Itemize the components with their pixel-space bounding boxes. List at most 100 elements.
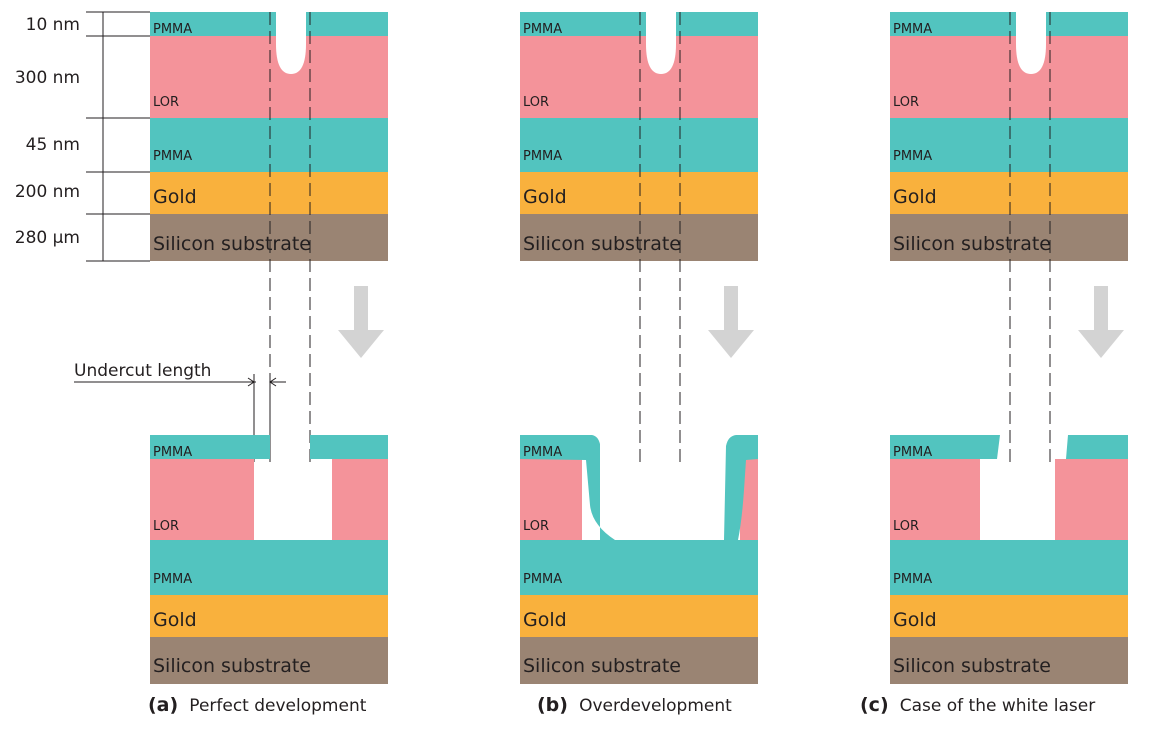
gold-layer <box>150 172 388 214</box>
label-silicon: Silicon substrate <box>893 655 1051 677</box>
lor-left <box>150 459 254 540</box>
process-arrow-icon <box>338 286 384 358</box>
thickness-scale: 10 nm 300 nm 45 nm 200 nm 280 µm <box>15 11 150 262</box>
label-pmma: PMMA <box>893 572 932 587</box>
captions: (a) Perfect development (b) Overdevelopm… <box>148 694 1095 716</box>
label-silicon: Silicon substrate <box>893 233 1051 255</box>
lor-left <box>890 459 980 540</box>
pmma-top-left <box>520 435 615 540</box>
thickness-label-gold: 200 nm <box>15 182 80 202</box>
thickness-label-lor: 300 nm <box>15 68 80 88</box>
caption-a-text: Perfect development <box>189 696 366 716</box>
label-pmma-top: PMMA <box>523 445 562 460</box>
pmma-top-left <box>890 435 1000 459</box>
silicon-layer <box>890 214 1128 261</box>
thickness-label-pmma-top: 10 nm <box>26 15 80 35</box>
gold-layer <box>520 595 758 637</box>
caption-b-letter: (b) <box>537 694 568 716</box>
pmma-top-right <box>310 435 388 459</box>
label-gold: Gold <box>153 186 197 208</box>
label-lor: LOR <box>893 519 919 534</box>
undercut-arrow-right <box>269 377 286 387</box>
undercut-label: Undercut length <box>74 361 211 381</box>
exposed-groove <box>646 12 676 74</box>
label-silicon: Silicon substrate <box>153 233 311 255</box>
caption-c: (c) Case of the white laser <box>860 694 1095 716</box>
label-pmma: PMMA <box>523 572 562 587</box>
silicon-layer <box>520 214 758 261</box>
caption-b: (b) Overdevelopment <box>537 694 732 716</box>
caption-a-letter: (a) <box>148 694 178 716</box>
lor-right <box>332 459 388 540</box>
label-silicon: Silicon substrate <box>523 655 681 677</box>
process-arrow-icon <box>708 286 754 358</box>
silicon-layer <box>150 214 388 261</box>
label-lor: LOR <box>153 519 179 534</box>
label-pmma-top: PMMA <box>153 445 192 460</box>
label-gold: Gold <box>893 609 937 631</box>
label-pmma-top: PMMA <box>153 22 192 37</box>
silicon-layer <box>520 637 758 684</box>
label-pmma-top: PMMA <box>523 22 562 37</box>
pmma-top-layer <box>150 12 388 36</box>
undercut-arrow-left <box>238 377 255 387</box>
lor-left <box>520 459 582 540</box>
label-pmma: PMMA <box>153 572 192 587</box>
label-pmma: PMMA <box>893 149 932 164</box>
label-gold: Gold <box>523 186 567 208</box>
caption-b-text: Overdevelopment <box>579 696 732 716</box>
caption-c-text: Case of the white laser <box>900 696 1095 716</box>
pmma-layer <box>890 118 1128 172</box>
caption-a: (a) Perfect development <box>148 694 367 716</box>
gold-layer <box>150 595 388 637</box>
silicon-layer <box>890 637 1128 684</box>
lor-right <box>1055 459 1128 540</box>
exposed-groove <box>1016 12 1046 74</box>
pmma-layer <box>890 540 1128 595</box>
pmma-top-left <box>150 435 270 459</box>
exposed-groove <box>276 12 306 74</box>
caption-c-letter: (c) <box>860 694 889 716</box>
lor-layer <box>890 36 1128 118</box>
silicon-layer <box>150 637 388 684</box>
label-pmma: PMMA <box>153 149 192 164</box>
label-pmma: PMMA <box>523 149 562 164</box>
pmma-layer <box>150 540 388 595</box>
gold-layer <box>520 172 758 214</box>
pmma-layer <box>520 118 758 172</box>
lor-layer <box>150 36 388 118</box>
label-gold: Gold <box>523 609 567 631</box>
pmma-top-right <box>1066 435 1128 459</box>
pmma-layer <box>520 540 758 595</box>
label-silicon: Silicon substrate <box>153 655 311 677</box>
gold-layer <box>890 172 1128 214</box>
thickness-label-pmma: 45 nm <box>26 135 80 155</box>
lor-layer <box>520 36 758 118</box>
pmma-top-layer <box>520 12 758 36</box>
gold-layer <box>890 595 1128 637</box>
label-pmma-top: PMMA <box>893 445 932 460</box>
label-lor: LOR <box>523 95 549 110</box>
process-arrow-icon <box>1078 286 1124 358</box>
label-silicon: Silicon substrate <box>523 233 681 255</box>
label-lor: LOR <box>893 95 919 110</box>
label-gold: Gold <box>893 186 937 208</box>
label-pmma-top: PMMA <box>893 22 932 37</box>
pmma-top-layer <box>890 12 1128 36</box>
pmma-top-right <box>724 435 758 540</box>
thickness-label-silicon: 280 µm <box>15 228 80 248</box>
pmma-layer <box>150 118 388 172</box>
label-lor: LOR <box>523 519 549 534</box>
label-lor: LOR <box>153 95 179 110</box>
